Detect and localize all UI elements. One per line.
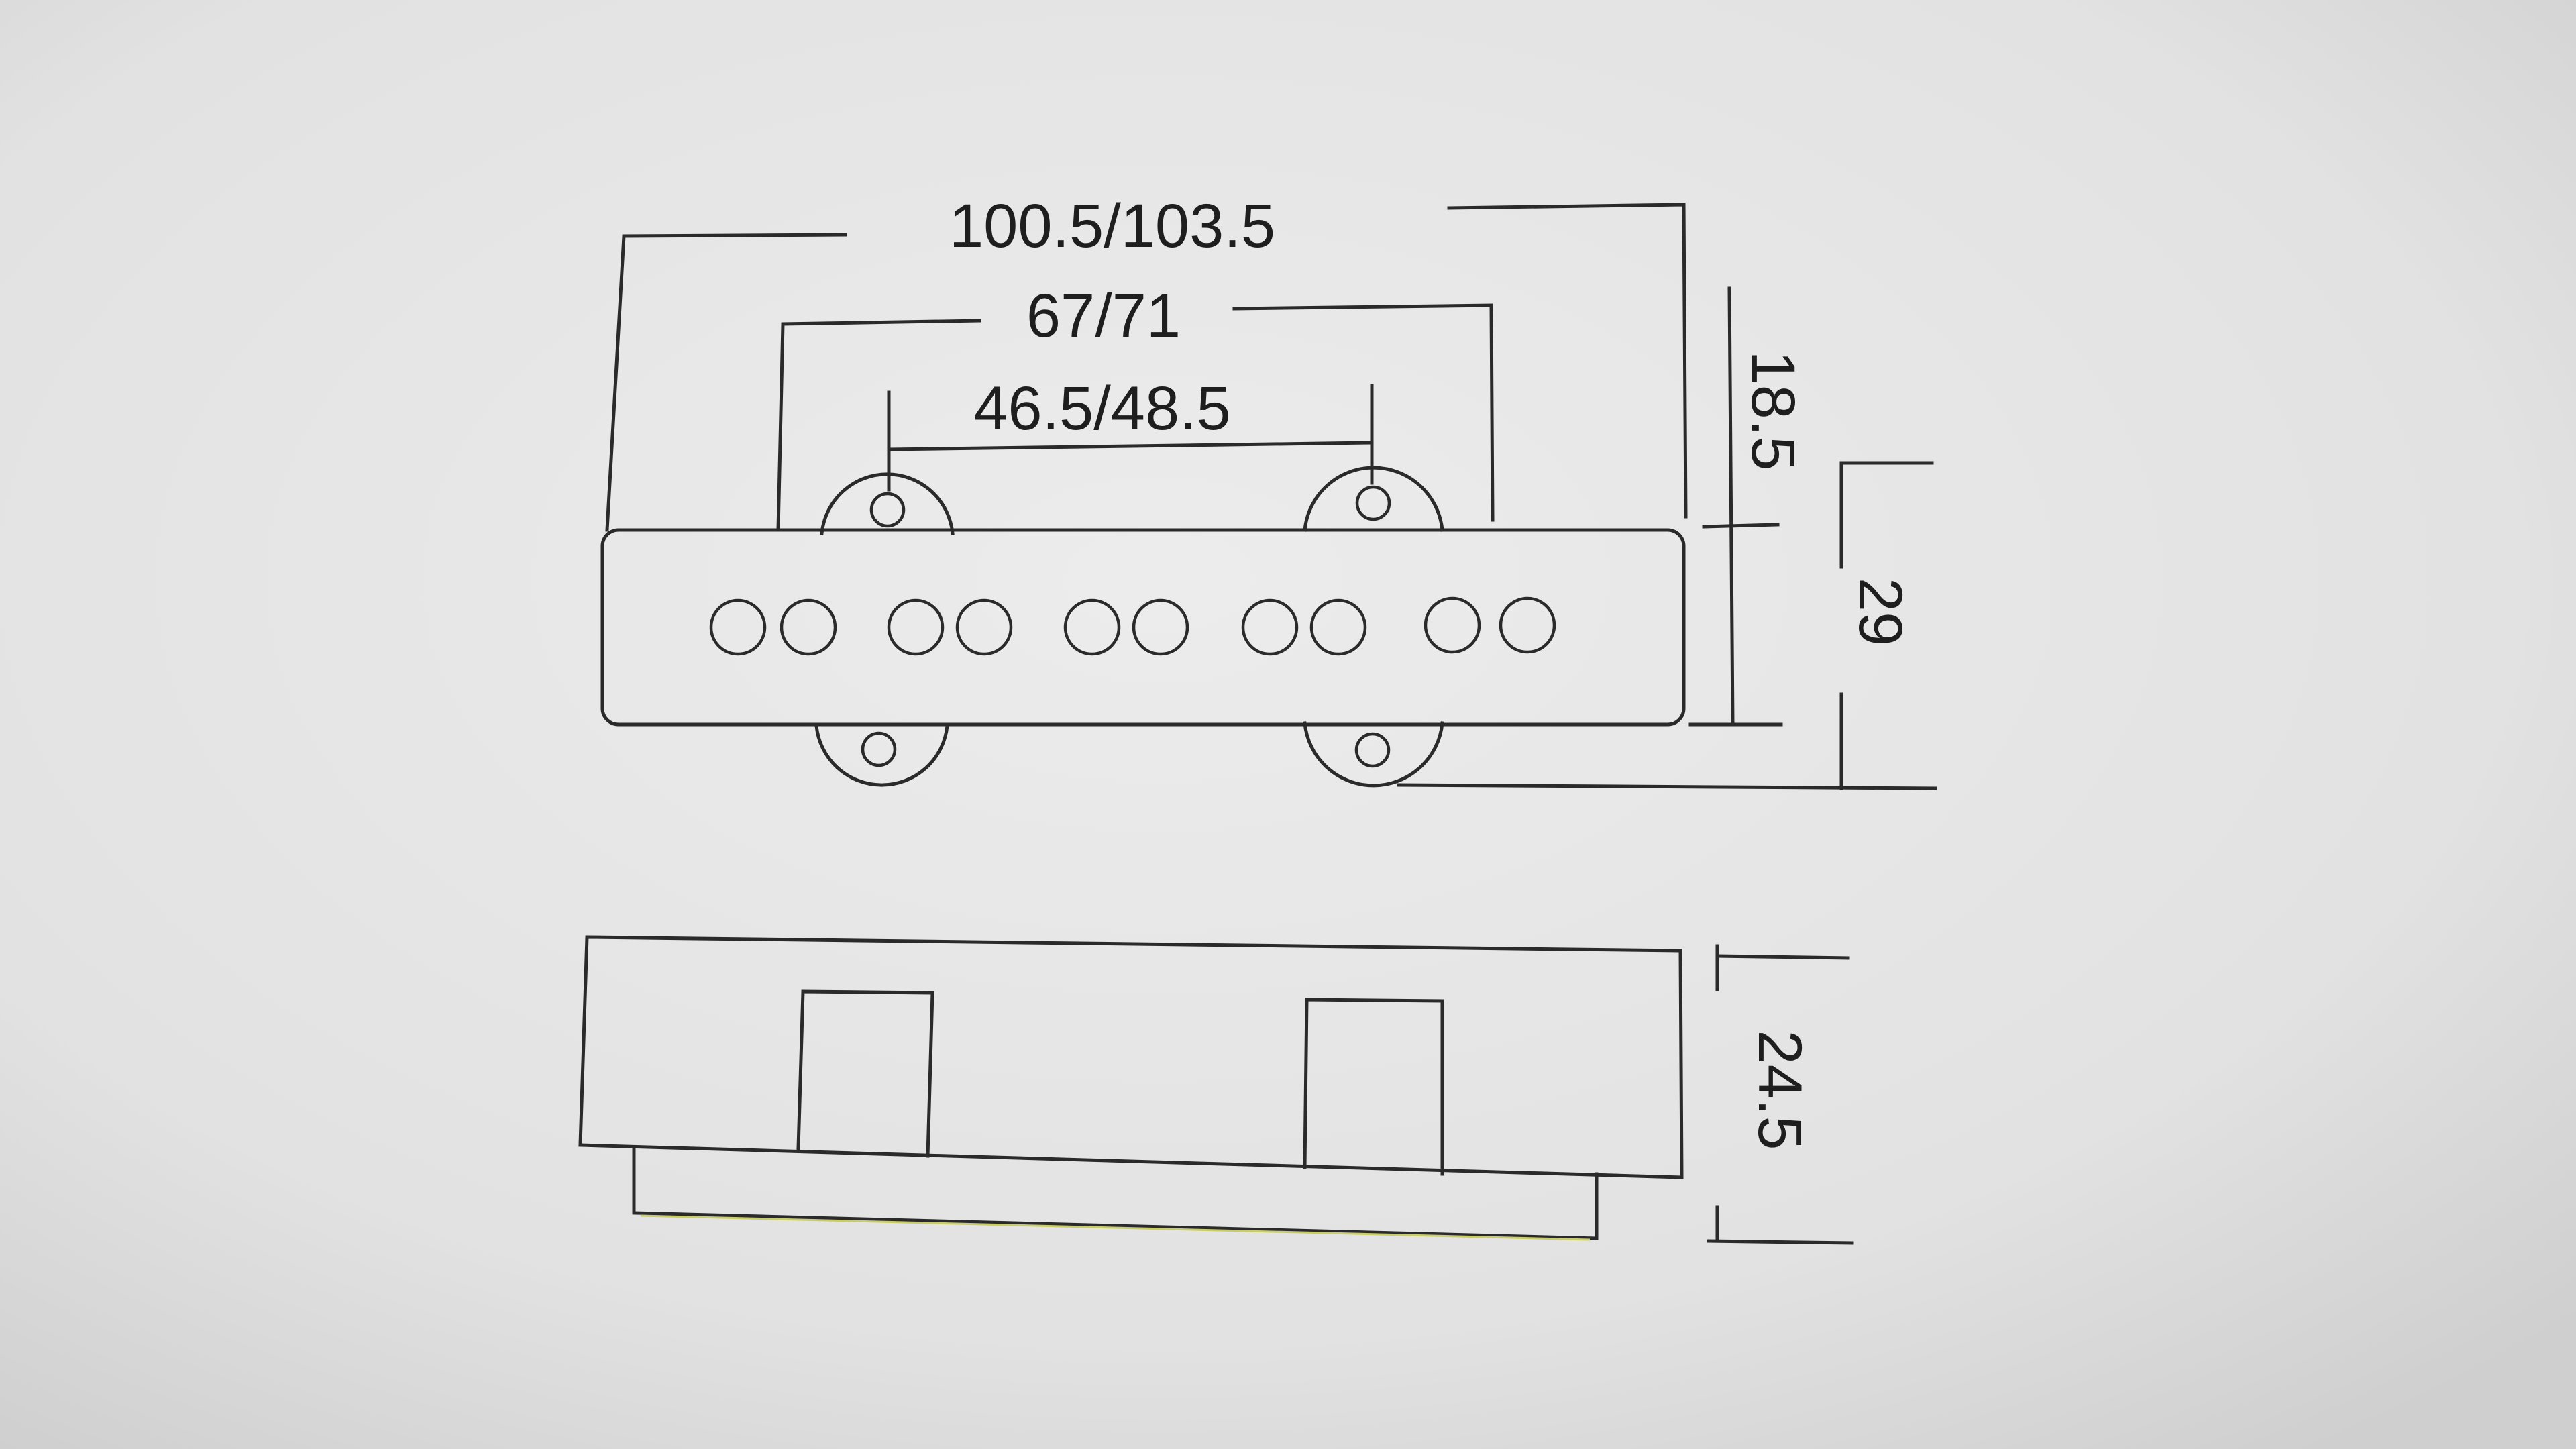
mount-hole-top-left xyxy=(869,492,906,528)
dimension-overall-width: 29 xyxy=(1397,461,1937,790)
dim-extension-bottom xyxy=(1397,783,1937,790)
dim-line-left xyxy=(605,233,847,532)
dimension-overall-length: 100.5/103.5 xyxy=(605,192,1688,532)
cover-outline xyxy=(578,935,1684,1179)
dim-line-right xyxy=(1232,303,1495,522)
mount-leg-right xyxy=(1303,998,1444,1176)
pole-piece xyxy=(780,598,837,656)
pole-piece xyxy=(887,598,945,656)
label-overall-length: 100.5/103.5 xyxy=(949,192,1275,260)
dim-tick-top xyxy=(1715,954,1850,960)
pole-piece xyxy=(1424,596,1481,654)
pole-piece xyxy=(1132,598,1189,656)
dim-tick-top xyxy=(1702,523,1780,529)
mount-ear-bottom-left xyxy=(814,724,949,787)
dim-tick-bottom xyxy=(1707,1239,1854,1245)
pickup-body xyxy=(600,528,1686,727)
pole-piece xyxy=(1063,598,1121,656)
pole-pieces xyxy=(709,596,1556,656)
pole-piece xyxy=(709,598,767,656)
dim-line xyxy=(1727,286,1735,727)
mount-ear-bottom-right xyxy=(1303,721,1444,788)
dim-line-left xyxy=(776,319,981,532)
top-view: 100.5/103.5 67/71 46.5/48.5 18.5 xyxy=(600,192,1937,790)
dimension-mount-spacing: 67/71 xyxy=(776,282,1495,532)
pole-piece xyxy=(1499,596,1556,654)
mount-hole-top-right xyxy=(1355,485,1391,521)
side-view: 24.5 xyxy=(578,935,1854,1245)
label-height: 24.5 xyxy=(1746,1030,1814,1150)
label-ear-spacing: 46.5/48.5 xyxy=(973,374,1231,443)
label-body-width: 18.5 xyxy=(1739,350,1807,470)
pole-piece xyxy=(955,598,1013,656)
dimension-height: 24.5 xyxy=(1707,944,1854,1245)
dimension-ear-spacing: 46.5/48.5 xyxy=(887,374,1374,492)
pole-piece xyxy=(1241,598,1299,656)
label-mount-spacing: 67/71 xyxy=(1026,282,1181,350)
dim-line xyxy=(887,441,1374,451)
pole-piece xyxy=(1309,598,1367,656)
mount-hole-bottom-left xyxy=(861,731,897,767)
mount-hole-bottom-right xyxy=(1354,732,1391,768)
label-overall-width: 29 xyxy=(1846,578,1915,646)
mount-leg-left xyxy=(796,989,934,1158)
baseplate-edge-highlight xyxy=(640,1214,1591,1241)
dimension-body-width: 18.5 xyxy=(1688,286,1807,727)
dim-line-right xyxy=(1447,203,1688,519)
baseplate xyxy=(632,1148,1599,1240)
